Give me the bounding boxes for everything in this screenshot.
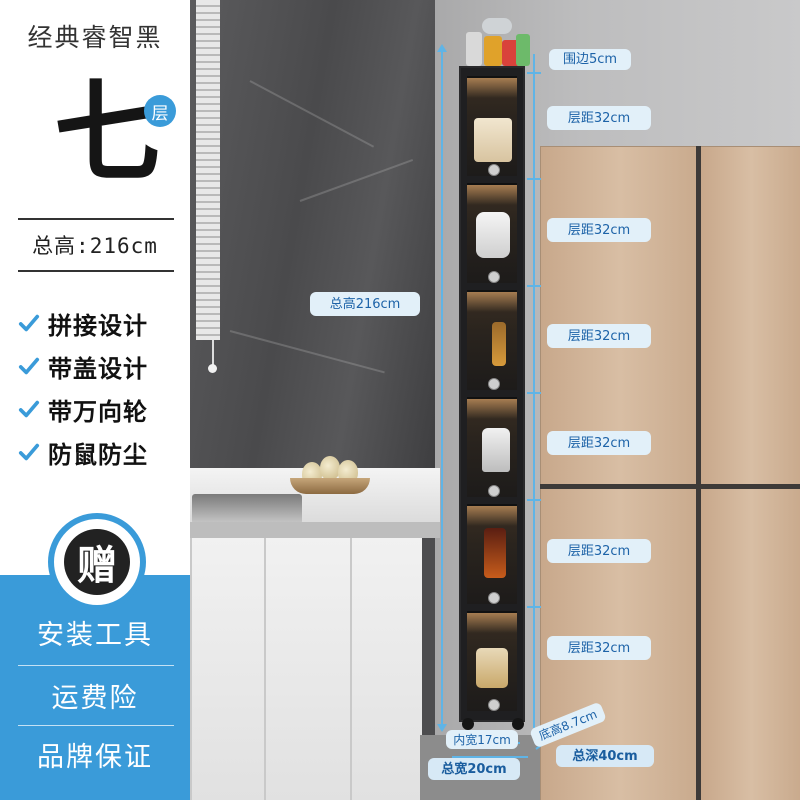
- arrow-up-icon: [437, 44, 447, 52]
- feature-label: 防鼠防尘: [48, 440, 148, 469]
- check-icon: [18, 400, 40, 418]
- blind-knob: [208, 364, 217, 373]
- spacing-tick: [527, 178, 541, 180]
- spacing-line: [533, 54, 535, 728]
- fridge-door: [700, 488, 800, 800]
- top-item: [484, 36, 502, 66]
- kettle: [482, 428, 510, 472]
- cabinet-door: [190, 538, 264, 800]
- check-icon: [18, 314, 40, 332]
- fruit-bowl: [290, 478, 370, 494]
- spacing-tick: [527, 285, 541, 287]
- window-blind: [196, 0, 220, 340]
- gift-badge: 赠: [48, 513, 146, 611]
- gift-item: 运费险: [51, 683, 139, 714]
- cabinet-door: [264, 538, 350, 800]
- check-icon: [18, 443, 40, 461]
- info-panel: 经典睿智黑 七 层 总高:216cm 拼接设计 带盖设计 带万向轮 防鼠防尘 安…: [0, 0, 190, 800]
- top-item: [516, 34, 530, 66]
- divider: [18, 270, 174, 272]
- shelf-compartment: [467, 290, 517, 390]
- counter-edge: [190, 522, 440, 538]
- gift-item: 安装工具: [37, 620, 153, 651]
- spacing-tick: [527, 72, 541, 74]
- feature-item: 带盖设计: [18, 348, 148, 384]
- tier-unit-badge: 层: [144, 95, 176, 127]
- inner-width-label: 内宽17cm: [446, 730, 518, 749]
- spacing-tick: [527, 392, 541, 394]
- fridge-gap: [696, 146, 701, 800]
- fridge-door: [700, 146, 800, 488]
- pear: [320, 456, 340, 480]
- spacing-tick: [527, 499, 541, 501]
- top-item: [502, 40, 520, 66]
- fridge-gap: [540, 484, 800, 489]
- total-height-line: [441, 52, 443, 724]
- feature-label: 带万向轮: [48, 397, 148, 426]
- spacing-label: 层距32cm: [547, 431, 651, 455]
- toaster: [474, 118, 512, 162]
- total-depth-label: 总深40cm: [556, 745, 654, 767]
- divider: [18, 218, 174, 220]
- door-knob: [488, 164, 500, 176]
- spacing-label: 层距32cm: [547, 106, 651, 130]
- marble-wall: [185, 0, 435, 470]
- sink: [192, 494, 302, 524]
- door-knob: [488, 699, 500, 711]
- caster-wheel: [462, 718, 474, 730]
- spacing-label: 层距32cm: [547, 324, 651, 348]
- top-item: [466, 32, 482, 66]
- total-width-label: 总宽20cm: [428, 758, 520, 780]
- door-knob: [488, 378, 500, 390]
- spacing-tick: [527, 606, 541, 608]
- feature-label: 带盖设计: [48, 354, 148, 383]
- rim-label: 围边5cm: [549, 49, 631, 70]
- tier-count: 七: [54, 69, 164, 197]
- oil-bottle: [484, 528, 506, 578]
- total-height-label: 总高216cm: [310, 292, 420, 316]
- spacing-label: 层距32cm: [547, 218, 651, 242]
- feature-item: 带万向轮: [18, 391, 148, 427]
- divider: [18, 665, 174, 666]
- check-icon: [18, 357, 40, 375]
- storage-jars: [476, 648, 508, 688]
- cabinet-door: [350, 538, 422, 800]
- gift-item: 品牌保证: [37, 742, 153, 773]
- spacing-label: 层距32cm: [547, 636, 651, 660]
- product-title: 经典睿智黑: [27, 23, 163, 52]
- door-knob: [488, 592, 500, 604]
- feature-item: 防鼠防尘: [18, 434, 148, 470]
- air-fryer: [476, 212, 510, 258]
- door-knob: [488, 485, 500, 497]
- shelf-compartment: [467, 504, 517, 604]
- caster-wheel: [512, 718, 524, 730]
- feature-label: 拼接设计: [48, 311, 148, 340]
- door-knob: [488, 271, 500, 283]
- arrow-down-icon: [437, 724, 447, 732]
- top-item: [482, 18, 512, 34]
- feature-item: 拼接设计: [18, 305, 148, 341]
- blind-cord: [212, 340, 214, 368]
- divider: [18, 725, 174, 726]
- gift-section: 安装工具 运费险 品牌保证: [0, 575, 190, 800]
- gift-badge-text: 赠: [64, 529, 130, 595]
- spacing-label: 层距32cm: [547, 539, 651, 563]
- total-width-line: [452, 756, 528, 758]
- bottle: [492, 322, 506, 366]
- storage-shelf: [459, 66, 525, 722]
- total-height-text: 总高:216cm: [32, 234, 158, 258]
